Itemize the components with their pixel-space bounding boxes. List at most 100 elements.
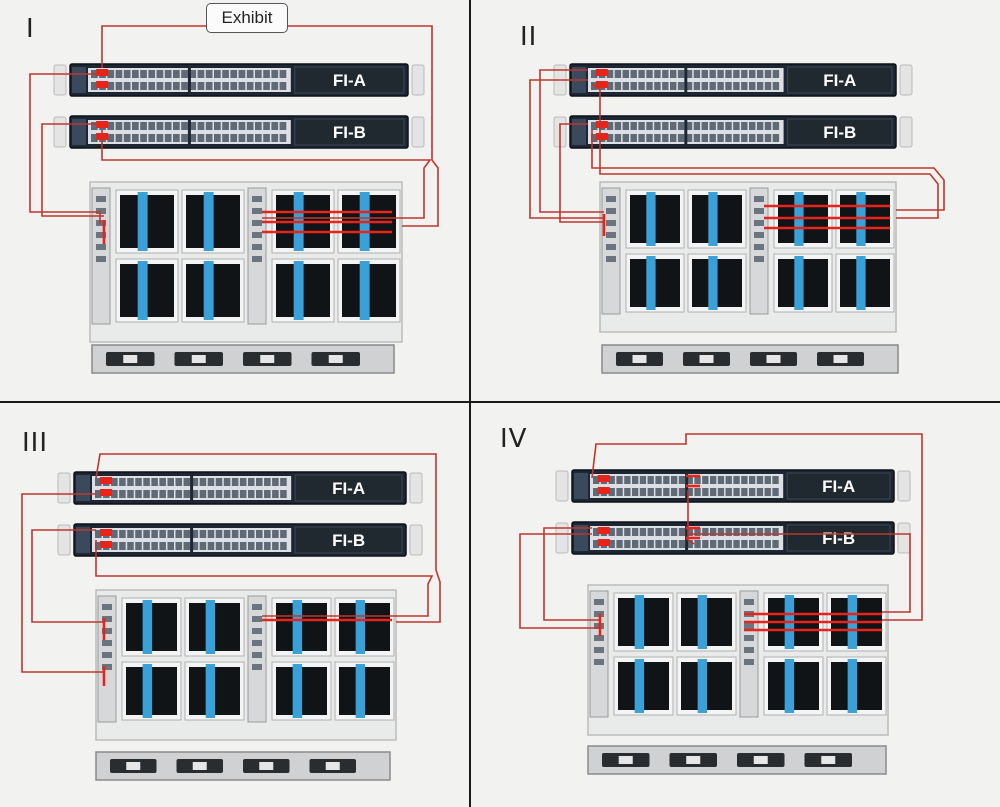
io-port [594, 635, 604, 641]
io-module [97, 595, 117, 723]
switch-port [709, 122, 716, 130]
switch-port [164, 134, 172, 142]
switch-port [749, 122, 756, 130]
switch-port [630, 122, 637, 130]
switch-port [183, 490, 191, 498]
switch-port [214, 82, 221, 90]
management-ports [72, 119, 86, 145]
switch-port [238, 122, 246, 130]
blade-handle [697, 595, 708, 649]
switch-port [95, 478, 102, 486]
switch-port [764, 122, 772, 130]
switch-label-panel [787, 66, 893, 94]
switch-port [639, 528, 647, 536]
power-inlet [328, 355, 343, 363]
switch-port [764, 70, 772, 78]
power-inlet [123, 355, 138, 363]
power-inlet [686, 756, 701, 764]
power-inlet [325, 762, 340, 770]
switch-label-panel [294, 66, 405, 94]
switch-port [632, 476, 639, 484]
switch-port [702, 488, 709, 496]
blade-handle [847, 659, 858, 713]
switch-port [671, 476, 678, 484]
management-ports [574, 525, 588, 551]
cable-icon [591, 83, 939, 219]
switch-port [741, 528, 748, 536]
switch-port [181, 70, 188, 78]
switch-port [151, 542, 158, 550]
switch-port [167, 530, 174, 538]
switch-port [115, 82, 123, 90]
option-4-cabling [519, 433, 923, 636]
blade-handle [203, 192, 214, 251]
io-port [96, 208, 106, 214]
switch-port [655, 476, 662, 484]
switch-port [608, 488, 615, 496]
management-ports [76, 527, 90, 553]
switch-port [606, 82, 614, 90]
cable-icon [95, 540, 434, 617]
exhibit-tab[interactable]: Exhibit [206, 3, 288, 33]
switch-port [694, 528, 701, 536]
blade-chassis [599, 181, 897, 333]
switch-port [246, 122, 254, 130]
switch-port [222, 70, 229, 78]
switch-port [231, 530, 239, 538]
switch-port [701, 82, 708, 90]
switch-port [622, 122, 629, 130]
switch-port [670, 70, 677, 78]
switch-port [231, 490, 239, 498]
switch-port [255, 134, 262, 142]
switch-port [156, 134, 164, 142]
io-port [594, 599, 604, 605]
switch-port [772, 82, 780, 90]
switch-port [616, 488, 623, 496]
switch-port [710, 476, 717, 484]
io-port [102, 604, 112, 610]
blade-handle [646, 192, 656, 246]
rack-ear-right [409, 472, 423, 504]
switch-port [279, 82, 287, 90]
switch-port [725, 122, 732, 130]
option-3-cabling [21, 453, 441, 686]
switch-port [230, 122, 238, 130]
switch-port [215, 490, 223, 498]
switch-port [624, 476, 631, 484]
switch-port [632, 540, 639, 548]
switch-port [655, 540, 662, 548]
switch-label-panel [294, 118, 405, 146]
switch-port [272, 490, 279, 498]
switch-port [148, 70, 156, 78]
switch-port [181, 122, 188, 130]
io-port [252, 616, 262, 622]
switch-port [638, 122, 645, 130]
cable-icon [529, 79, 604, 219]
switch-port [630, 70, 637, 78]
switch-port [140, 82, 147, 90]
switch-port [663, 476, 670, 484]
switch-port [685, 82, 693, 90]
switch-port [205, 82, 213, 90]
switch-port [164, 122, 172, 130]
switch-port [263, 82, 270, 90]
switch-port [655, 528, 662, 536]
switch-port [725, 488, 732, 496]
switch-port [246, 134, 254, 142]
switch-port [132, 122, 139, 130]
connected-port [597, 527, 610, 534]
switch-port [733, 540, 740, 548]
switch-port [189, 70, 197, 78]
rack-ear-right [899, 116, 913, 148]
blade-handle [708, 192, 718, 246]
switch-port [741, 70, 748, 78]
blade-handle [292, 600, 303, 654]
switch-port [616, 476, 623, 484]
switch-port [272, 530, 279, 538]
switch-port [608, 540, 615, 548]
switch-port [140, 122, 147, 130]
rack-ear-right [409, 524, 423, 556]
switch-port [143, 490, 150, 498]
connected-port [595, 69, 608, 76]
switch-port [247, 478, 255, 486]
